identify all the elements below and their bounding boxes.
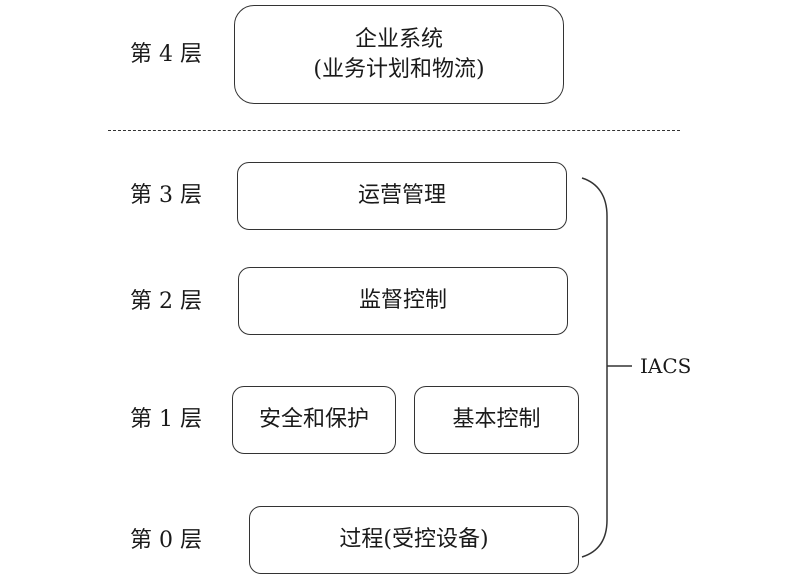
operations-management-box: 运营管理 [237, 162, 567, 230]
safety-protection-box: 安全和保护 [232, 386, 396, 454]
enterprise-system-subtitle: (业务计划和物流) [313, 56, 485, 82]
layer-1-label: 第 1 层 [130, 407, 202, 432]
iacs-label: IACS [640, 354, 692, 378]
enterprise-system-box: 企业系统 (业务计划和物流) [234, 5, 564, 104]
supervisory-control-text: 监督控制 [358, 288, 447, 313]
process-text: 过程(受控设备) [339, 527, 489, 552]
operations-management-text: 运营管理 [357, 183, 446, 208]
layer-3-label: 第 3 层 [130, 183, 202, 208]
layer-2-label: 第 2 层 [130, 289, 202, 314]
basic-control-text: 基本控制 [452, 407, 541, 432]
layer-4-label: 第 4 层 [130, 42, 202, 67]
basic-control-box: 基本控制 [414, 386, 579, 454]
dashed-divider [108, 130, 680, 131]
process-box: 过程(受控设备) [249, 506, 579, 574]
layer-0-label: 第 0 层 [130, 528, 202, 553]
safety-protection-text: 安全和保护 [258, 407, 369, 432]
supervisory-control-box: 监督控制 [238, 267, 568, 335]
enterprise-system-title: 企业系统 [354, 26, 443, 52]
